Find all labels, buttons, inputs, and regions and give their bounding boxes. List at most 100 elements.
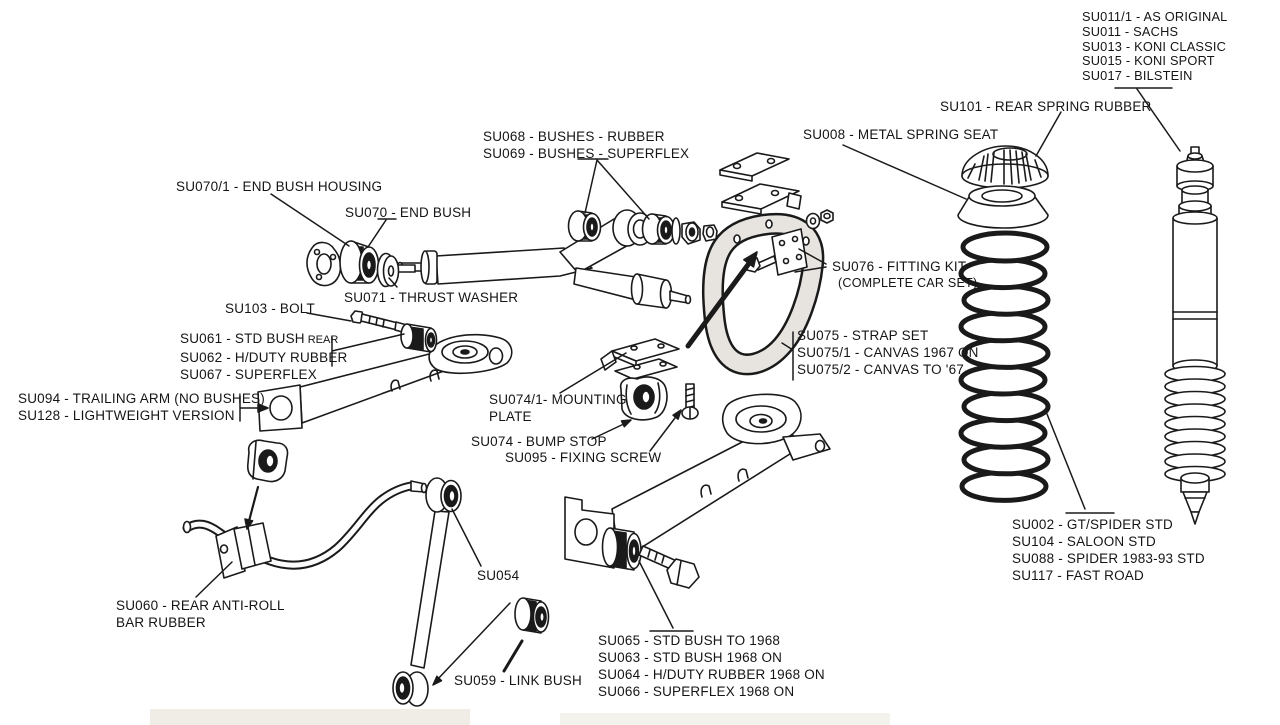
label-shock-options: SU011/1 - AS ORIGINAL SU011 - SACHS SU01… [1082,9,1228,84]
label-line: SU015 - KONI SPORT [1082,53,1215,69]
label-line: SU075/1 - CANVAS 1967 ON [797,345,979,360]
label-line: SU011 - SACHS [1082,23,1179,39]
label-line: SU011/1 - AS ORIGINAL [1082,9,1228,24]
label-su103: SU103 - BOLT [225,301,315,316]
end-bush-housing-drawing [306,241,342,287]
label-line: SU104 - SALOON STD [1012,534,1156,549]
drop-link-drawing [392,477,462,707]
leader-spring-options [1046,413,1086,510]
anti-roll-bar-drawing [182,480,428,570]
rear-spring-rubber-drawing [961,145,1049,189]
label-trailing-arm: SU094 - TRAILING ARM (NO BUSHES) SU128 -… [18,390,265,424]
label-line: SU094 - TRAILING ARM (NO BUSHES) [18,391,265,406]
rear-arm-bush-drawing [601,527,642,571]
label-line: SU063 - STD BUSH 1968 ON [598,650,783,665]
label-line: (COMPLETE CAR SET) [838,276,978,290]
label-line: SU076 - FITTING KIT [832,259,967,274]
strap-position-arrow [685,251,758,349]
label-line: SU060 - REAR ANTI-ROLL [116,598,285,613]
label-line: SU066 - SUPERFLEX 1968 ON [598,684,795,699]
label-su101: SU101 - REAR SPRING RUBBER [940,99,1152,114]
anti-roll-bar-clamp-drawing [215,522,272,579]
label-su060: SU060 - REAR ANTI-ROLL BAR RUBBER [116,597,285,631]
mounting-plate-drawing [600,338,680,380]
coil-spring-drawing [958,230,1051,503]
leader-rubber-arrow [247,485,260,523]
leader-lines [195,87,1181,686]
leader-su054 [451,508,482,567]
metal-spring-seat-drawing [957,185,1049,229]
end-bush-drawing [339,240,380,284]
trailing-arm-drawing [257,333,513,432]
label-line: SU069 - BUSHES - SUPERFLEX [483,146,690,161]
strap-drawing [701,212,825,376]
label-mounting-plate: SU074/1- MOUNTING PLATE [489,391,627,425]
bolt-drawing [350,310,408,334]
label-rear-bush-options: SU065 - STD BUSH TO 1968 SU063 - STD BUS… [598,632,825,700]
label-su008: SU008 - METAL SPRING SEAT [803,127,999,142]
leader-fitting-kit [794,248,827,273]
leader-rear-bush-options [638,560,674,629]
upper-arm-drawing [396,209,692,309]
leader-su008 [842,144,967,200]
arrowhead-su074 [620,419,632,428]
label-line: SU074/1- MOUNTING [489,392,627,407]
leader-su059-arrow [435,602,511,682]
label-line: SU013 - KONI CLASSIC [1082,38,1227,54]
label-su070: SU070 - END BUSH [345,205,472,220]
label-line: SU088 - SPIDER 1983-93 STD [1012,551,1205,566]
label-line: SU128 - LIGHTWEIGHT VERSION [18,408,235,423]
leader-mounting-plate [559,352,627,394]
label-line: SU075 - STRAP SET [797,328,929,343]
bracket-front-bush-options [331,333,405,367]
link-bush-drawing [514,597,550,634]
leader-su103 [306,312,352,322]
arrowhead-su059 [432,675,443,686]
leader-su101 [1035,111,1062,157]
scan-artifact [150,709,470,725]
label-line: SU064 - H/DUTY RUBBER 1968 ON [598,667,825,682]
label-arm-bushes: SU068 - BUSHES - RUBBER SU069 - BUSHES -… [483,128,689,162]
leader-su071 [388,277,398,288]
label-line: PLATE [489,409,532,424]
arrowhead-su095 [672,409,682,420]
fixing-screw-drawing [681,383,699,420]
label-su074: SU074 - BUMP STOP [471,434,607,449]
anti-roll-bar-rubber-drawing [246,439,289,483]
shock-absorber-drawing [1164,146,1226,525]
label-line: SU017 - BILSTEIN [1082,68,1193,84]
leader-su074 [591,421,629,440]
arrowhead-rubber [244,518,254,530]
label-su059: SU059 - LINK BUSH [454,673,582,688]
label-suffix-rear: REAR [307,334,339,346]
bracket-strap-set [781,331,794,381]
label-line: SU065 - STD BUSH TO 1968 [598,633,781,648]
leader-shock [1136,88,1181,152]
label-su054: SU054 [477,568,520,583]
arm-bush-rubber-drawing [567,210,602,242]
trailing-arm-spring-pan-drawing [564,393,831,569]
thrust-washer-drawing [376,252,416,288]
label-spring-options: SU002 - GT/SPIDER STD SU104 - SALOON STD… [1012,516,1205,584]
label-strap-set: SU075 - STRAP SET SU075/1 - CANVAS 1967 … [797,327,979,378]
scan-artifact [560,713,890,725]
leader-su070-1 [270,193,350,247]
label-line: SU062 - H/DUTY RUBBER [180,350,348,365]
label-su071: SU071 - THRUST WASHER [344,290,519,305]
bump-stop-drawing [619,376,668,421]
label-line: BAR RUBBER [116,615,206,630]
label-su070-1: SU070/1 - END BUSH HOUSING [176,179,383,194]
label-line: SU068 - BUSHES - RUBBER [483,129,665,144]
front-bush-drawing [400,323,438,353]
fitting-kit-plates-drawing [719,152,802,215]
arm-bolt-drawing [638,545,700,589]
label-line: SU002 - GT/SPIDER STD [1012,517,1173,532]
leader-su070 [367,219,387,248]
arm-bush-superflex-drawing [641,213,718,245]
label-line: SU075/2 - CANVAS TO '67 [797,362,965,377]
label-fitting-kit: SU076 - FITTING KIT (COMPLETE CAR SET) [832,258,977,292]
